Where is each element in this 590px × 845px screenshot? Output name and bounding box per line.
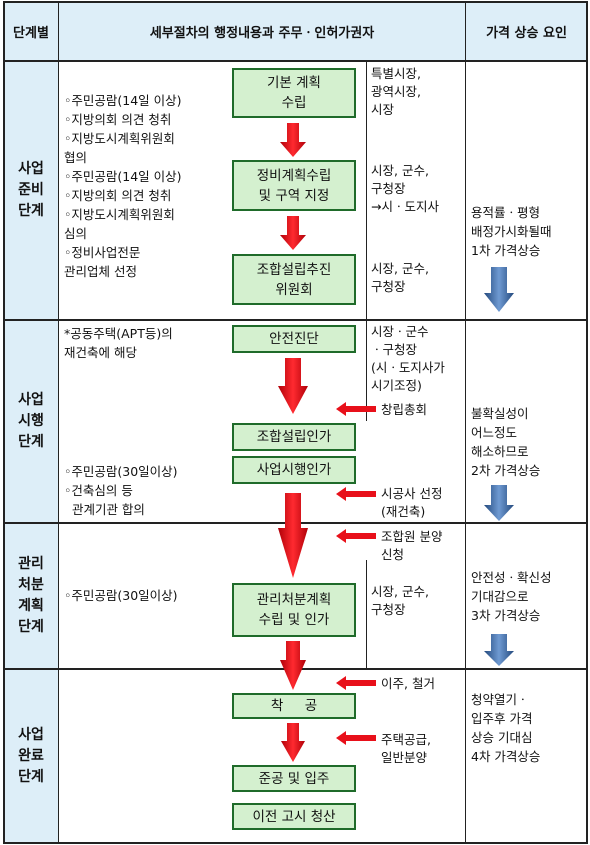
header-row	[4, 2, 587, 60]
border-left	[3, 1, 5, 844]
red-left-arrow	[336, 529, 376, 543]
authority-safety-diagnosis: 시장ㆍ군수 ㆍ구청장 (시ㆍ도지사가 시기조정)	[371, 324, 445, 393]
blue-down-arrow	[484, 267, 514, 312]
step-transfer-notice-settlement: 이전 고시 청산	[232, 803, 356, 830]
border-right	[586, 1, 588, 844]
price-factor-2: 불확실성이 어느정도 해소하므로 2차 가격상승	[471, 406, 541, 478]
divider-col-1	[58, 1, 59, 844]
divider-auth-stage2	[366, 321, 367, 421]
step-project-implementation-approval: 사업시행인가	[232, 456, 356, 484]
red-down-arrow	[281, 723, 305, 762]
header-procedure: 세부절차의 행정내용과 주무ㆍ인허가권자	[149, 25, 375, 41]
red-down-arrow	[278, 358, 308, 414]
step-maintenance-plan-zone: 정비계획수립 및 구역 지정	[232, 160, 356, 211]
stage2-notes-bottom: ◦주민공람(30일이상) ◦건축심의 등 관계기관 합의	[64, 464, 178, 517]
red-left-arrow	[336, 487, 376, 501]
header-price-factor: 가격 상승 요인	[486, 25, 567, 41]
border-bottom	[3, 842, 588, 844]
divider-auth-stage3	[366, 560, 367, 668]
stage-label-preparation: 사업 준비 단계	[4, 61, 58, 319]
authority-maintenance-plan: 시장, 군수, 구청장 →시ㆍ도지사	[371, 163, 439, 214]
red-down-arrow	[280, 641, 306, 690]
step-association-approval: 조합설립인가	[232, 423, 356, 451]
step-safety-diagnosis: 안전진단	[232, 325, 356, 353]
step-management-disposal-plan: 관리처분계획 수립 및 인가	[232, 583, 356, 637]
red-left-arrow	[336, 676, 376, 690]
stage1-notes: ◦주민공람(14일 이상) ◦지방의회 의견 청취 ◦지방도시계획위원회 협의 …	[64, 93, 182, 279]
divider-auth-stage1	[366, 61, 367, 321]
label-founding-general-meeting: 창립총회	[381, 402, 428, 417]
authority-management-disposal: 시장, 군수, 구청장	[371, 584, 429, 617]
step-association-promotion-committee: 조합설립추진 위원회	[232, 254, 356, 305]
step-basic-plan: 기본 계획 수립	[232, 68, 356, 118]
authority-committee: 시장, 군수, 구청장	[371, 261, 429, 294]
header-stage: 단계별	[13, 25, 49, 41]
label-member-sale-application: 조합원 분양 신청	[381, 529, 443, 562]
step-completion-move-in: 준공 및 입주	[232, 765, 356, 792]
red-down-arrow	[280, 123, 306, 157]
stage-label-completion: 사업 완료 단계	[4, 670, 58, 842]
step-construction-start: 착 공	[232, 693, 356, 719]
red-down-arrow	[280, 216, 306, 250]
label-housing-supply-general-sale: 주택공급, 일반분양	[381, 732, 431, 765]
divider-stage-1	[3, 319, 588, 321]
border-header	[3, 60, 588, 62]
blue-down-arrow	[484, 485, 514, 521]
border-top	[3, 1, 588, 3]
stage-label-implementation: 사업 시행 단계	[4, 321, 58, 522]
red-left-arrow	[336, 731, 376, 745]
stage3-notes: ◦주민공람(30일이상)	[64, 588, 178, 603]
stage-label-management-disposal: 관리 처분 계획 단계	[4, 524, 58, 668]
label-contractor-selection: 시공사 선정 (재건축)	[381, 486, 443, 519]
blue-down-arrow	[484, 634, 514, 666]
stage2-notes-top: *공동주택(APT등)의 재건축에 해당	[64, 326, 173, 360]
authority-basic-plan: 특별시장, 광역시장, 시장	[371, 66, 421, 117]
divider-col-3	[465, 1, 466, 844]
price-factor-1: 용적률ㆍ평형 배정가시화될때 1차 가격상승	[471, 205, 552, 258]
red-down-arrow	[278, 493, 308, 578]
price-factor-4: 청약열기ㆍ 입주후 가격 상승 기대심 4차 가격상승	[471, 692, 541, 764]
label-relocation-demolition: 이주, 철거	[381, 676, 435, 691]
red-left-arrow	[336, 402, 376, 416]
price-factor-3: 안전성ㆍ확신성 기대감으로 3차 가격상승	[471, 570, 552, 623]
